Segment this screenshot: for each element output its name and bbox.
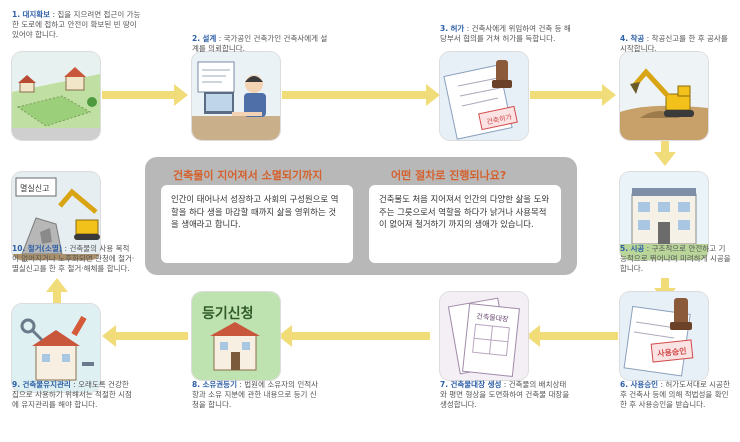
maintenance-tools-icon	[12, 304, 100, 392]
flow-arrow-6-7-head	[526, 325, 540, 347]
flow-arrow-9-10	[53, 290, 61, 304]
step-6-title: 사용승인	[630, 380, 659, 389]
step-2-title: 설계	[202, 34, 217, 43]
permit-stamp-icon: 건축허가	[440, 52, 528, 140]
step-1-text: 1. 대지확보 : 집을 지으려면 접근이 가능한 도로에 접하고 안전이 확보…	[12, 10, 141, 39]
step-4-desc: 착공신고를 한 후 공사를 시작합니다.	[620, 34, 728, 53]
flow-arrow-8-9-head	[102, 325, 116, 347]
step-10-illustration: 멸실신고	[12, 172, 100, 260]
procedure-card: 건축물도 처음 지어져서 인간의 다양한 삶을 도와주는 그릇으로서 역할을 하…	[369, 185, 561, 263]
step-5-number: 5.	[620, 244, 629, 253]
step-4-text: 4. 착공 : 착공신고를 한 후 공사를 시작합니다.	[620, 34, 728, 53]
step-3-number: 3.	[440, 24, 449, 33]
step-9-illustration	[12, 304, 100, 392]
flow-arrow-9-10-head	[46, 278, 68, 292]
step-6-illustration: 사용승인	[620, 292, 708, 380]
building-ledger-icon: 건축물대장	[440, 292, 528, 380]
step-4-number: 4.	[620, 34, 629, 43]
step-1-number: 1.	[12, 10, 21, 19]
step-8-number: 8.	[192, 380, 201, 389]
step-2-text: 2. 설계 : 국가공인 건축가인 건축사에게 설계를 의뢰합니다.	[192, 34, 328, 53]
step-2-illustration	[192, 52, 280, 140]
flow-arrow-4-5-head	[654, 152, 676, 166]
flow-arrow-7-8	[290, 332, 430, 340]
step-1-title: 대지확보	[22, 10, 51, 19]
flow-arrow-8-9	[114, 332, 188, 340]
flow-arrow-3-4	[530, 91, 604, 99]
step-2-number: 2.	[192, 34, 201, 43]
step-7-number: 7.	[440, 380, 449, 389]
flow-arrow-1-2	[102, 91, 176, 99]
step-5-illustration	[620, 172, 708, 260]
step-3-title: 허가	[450, 24, 465, 33]
step-9-number: 9.	[12, 380, 21, 389]
architect-desk-icon	[192, 52, 280, 140]
step-6-desc: 허가도서대로 시공한 후 건축사 등에 의해 적법성을 확인한 후 사용승인을 …	[620, 380, 730, 409]
approval-stamp-label: 사용승인	[657, 346, 687, 359]
step-7-text: 7. 건축물대장 생성 : 건축물의 배치상태와 평면 형상을 도면화하여 건축…	[440, 380, 570, 409]
step-6-number: 6.	[620, 380, 629, 389]
step-10-desc: 건축물의 사용 목적이 없어지거나 노후화되면 관청에 철거·멸실신고를 한 후…	[12, 244, 135, 273]
step-8-illustration: 등기신청	[192, 292, 280, 380]
excavator-icon	[620, 52, 708, 140]
step-5-title: 시공	[630, 244, 645, 253]
step-4-title: 착공	[630, 34, 645, 43]
demolition-label: 멸실신고	[20, 183, 49, 193]
step-5-desc: 구조적으로 안전하고 기능적으로 뛰어나며 미려하게 시공을 합니다.	[620, 244, 731, 273]
procedure-heading: 어떤 절차로 진행되나요?	[391, 169, 507, 182]
lifecycle-heading: 건축물이 지어져서 소멸되기까지	[173, 169, 323, 182]
flow-arrow-6-7	[538, 332, 618, 340]
demolition-icon: 멸실신고	[12, 172, 100, 260]
approval-stamp-icon: 사용승인	[620, 292, 708, 380]
step-8-title: 소유권등기	[202, 380, 237, 389]
step-3-text: 3. 허가 : 건축사에게 위임하여 건축 등 해당부서 협의를 거쳐 허가를 …	[440, 24, 571, 43]
step-8-desc: 법원에 소유자의 인적사항과 소유 지분에 관한 내용으로 등기 신청을 합니다…	[192, 380, 319, 409]
lifecycle-card: 인간이 태어나서 성장하고 사회의 구성원으로 역할을 하다 생을 마감할 때까…	[161, 185, 353, 263]
flow-arrow-7-8-head	[278, 325, 292, 347]
building-icon	[620, 172, 708, 260]
step-7-illustration: 건축물대장	[440, 292, 528, 380]
step-7-title: 건축물대장 생성	[450, 380, 502, 389]
step-4-illustration	[620, 52, 708, 140]
step-9-title: 건축물유지관리	[22, 380, 71, 389]
step-1-desc: 집을 지으려면 접근이 가능한 도로에 접하고 안전이 확보된 빈 땅이 있어야…	[12, 10, 141, 39]
step-8-text: 8. 소유권등기 : 법원에 소유자의 인적사항과 소유 지분에 관한 내용으로…	[192, 380, 319, 409]
procedure-text: 건축물도 처음 지어져서 인간의 다양한 삶을 도와주는 그릇으로서 역할을 하…	[379, 194, 550, 229]
land-plot-icon	[12, 52, 100, 140]
flow-arrow-2-3	[282, 91, 428, 99]
step-3-desc: 건축사에게 위임하여 건축 등 해당부서 협의를 거쳐 허가를 득합니다.	[440, 24, 571, 43]
registration-icon: 등기신청	[192, 292, 280, 380]
lifecycle-text: 인간이 태어나서 성장하고 사회의 구성원으로 역할을 하다 생을 마감할 때까…	[171, 194, 339, 229]
ledger-label: 건축물대장	[476, 311, 510, 323]
step-1-illustration	[12, 52, 100, 140]
flow-arrow-2-3-head	[426, 84, 440, 106]
registration-label: 등기신청	[202, 306, 254, 322]
step-5-text: 5. 시공 : 구조적으로 안전하고 기능적으로 뛰어나며 미려하게 시공을 합…	[620, 244, 731, 273]
step-10-number: 10.	[12, 244, 26, 253]
flow-arrow-1-2-head	[174, 84, 188, 106]
step-2-desc: 국가공인 건축가인 건축사에게 설계를 의뢰합니다.	[192, 34, 328, 53]
step-3-illustration: 건축허가	[440, 52, 528, 140]
step-10-title: 철거(소멸)	[27, 244, 63, 253]
step-6-text: 6. 사용승인 : 허가도서대로 시공한 후 건축사 등에 의해 적법성을 확인…	[620, 380, 730, 409]
flow-arrow-3-4-head	[602, 84, 616, 106]
flow-arrow-5-6	[661, 278, 669, 290]
step-9-text: 9. 건축물유지관리 : 오래도록 건강한 집으로 사용하기 위해서는 적절한 …	[12, 380, 132, 409]
step-7-desc: 건축물의 배치상태와 평면 형상을 도면화하여 건축물 대장을 생성합니다.	[440, 380, 570, 409]
step-10-text: 10. 철거(소멸) : 건축물의 사용 목적이 없어지거나 노후화되면 관청에…	[12, 244, 135, 273]
center-info-panel: 건축물이 지어져서 소멸되기까지 인간이 태어나서 성장하고 사회의 구성원으로…	[145, 157, 577, 275]
step-9-desc: 오래도록 건강한 집으로 사용하기 위해서는 적절한 시점에 유지관리를 해야 …	[12, 380, 132, 409]
